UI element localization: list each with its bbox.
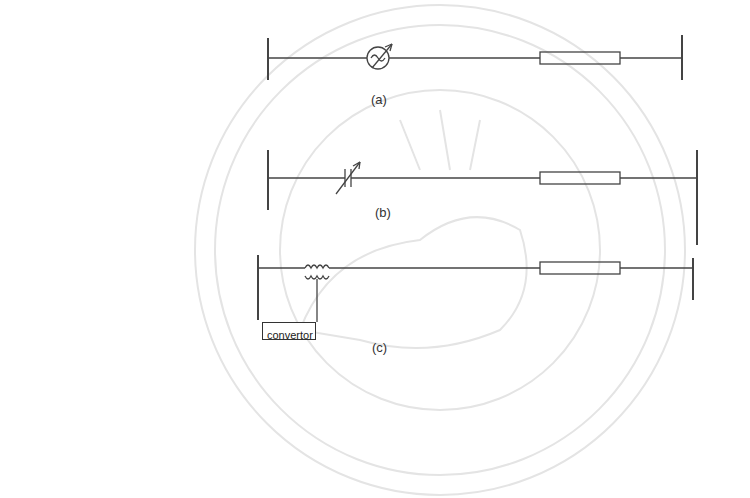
- wire: [268, 177, 345, 178]
- bus-bar: [692, 258, 694, 300]
- wire: [351, 177, 540, 178]
- wire: [620, 267, 693, 268]
- converter-box: convertor: [262, 322, 316, 340]
- arrow-head: [385, 44, 392, 51]
- ac-source: [367, 47, 389, 69]
- node-text: convertor: [267, 329, 313, 341]
- wire: [268, 57, 367, 58]
- figure-label: (b): [375, 205, 391, 220]
- variable-arrow: [372, 44, 392, 68]
- bus-bar: [257, 255, 259, 320]
- wire: [620, 177, 697, 178]
- line-impedance: [540, 262, 620, 274]
- wire: [316, 279, 317, 322]
- series-transformer-winding: [305, 265, 329, 268]
- wire: [389, 57, 540, 58]
- arrow-head: [353, 162, 360, 169]
- bus-bar: [267, 38, 269, 80]
- line-impedance: [540, 52, 620, 64]
- wire: [258, 267, 305, 268]
- figure-label: (c): [372, 340, 387, 355]
- bus-bar: [681, 35, 683, 80]
- series-transformer-winding: [305, 276, 329, 279]
- bus-bar: [696, 150, 698, 245]
- capacitor-plate: [344, 169, 345, 187]
- wire: [620, 57, 682, 58]
- seal-watermark: [195, 5, 685, 495]
- wire: [329, 267, 540, 268]
- figure-label: (a): [371, 92, 387, 107]
- line-impedance: [540, 172, 620, 184]
- bus-bar: [267, 150, 269, 210]
